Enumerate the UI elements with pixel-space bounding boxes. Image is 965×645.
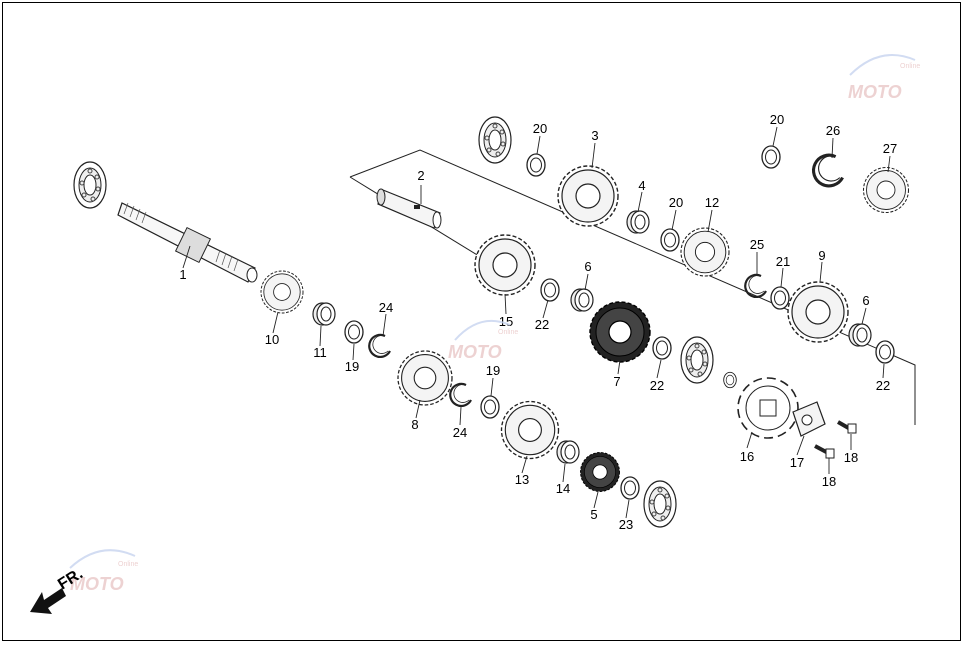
washer-23 <box>620 476 640 500</box>
bushing-6a <box>570 288 594 312</box>
plate-17 <box>792 401 826 437</box>
svg-text:MOTO: MOTO <box>448 342 502 362</box>
washer-20a <box>526 153 546 177</box>
callout-22a: 22 <box>535 317 549 332</box>
callout-22b: 22 <box>650 378 664 393</box>
svg-text:Online: Online <box>498 329 518 336</box>
washer-20c <box>761 145 781 169</box>
callout-6b: 6 <box>862 293 869 308</box>
callout-19a: 19 <box>345 359 359 374</box>
washer-22b <box>652 336 672 360</box>
callout-11: 11 <box>313 345 327 360</box>
callout-26: 26 <box>826 123 840 138</box>
callout-14: 14 <box>556 481 570 496</box>
callout-7: 7 <box>613 374 620 389</box>
circlip-24a <box>368 333 392 359</box>
bushing-11 <box>312 302 336 326</box>
bushing-14 <box>556 440 580 464</box>
gear-13 <box>500 400 560 460</box>
group-outline <box>349 149 916 425</box>
callout-24a: 24 <box>379 300 393 315</box>
watermark-bottom-left: MOTO Online <box>69 549 138 594</box>
callout-1: 1 <box>179 267 186 282</box>
gear-8 <box>397 350 453 406</box>
bolt-18a <box>837 420 857 434</box>
sprocket-16 <box>737 377 799 439</box>
callout-3: 3 <box>591 128 598 143</box>
callout-20a: 20 <box>533 121 547 136</box>
bolt-18b <box>814 444 835 459</box>
washer-21 <box>770 286 790 310</box>
callout-18a: 18 <box>844 450 858 465</box>
gear-5 <box>580 452 620 492</box>
gear-10 <box>260 270 304 314</box>
gear-15 <box>474 234 536 296</box>
callout-20b: 20 <box>669 195 683 210</box>
callout-10: 10 <box>265 332 279 347</box>
gear-12 <box>680 227 730 277</box>
watermark-center: MOTO Online <box>448 319 518 362</box>
callout-25: 25 <box>750 237 764 252</box>
callout-5: 5 <box>590 507 597 522</box>
washer-20b <box>660 228 680 252</box>
svg-text:MOTO: MOTO <box>848 82 902 102</box>
callout-8: 8 <box>411 417 418 432</box>
mainshaft <box>73 161 258 283</box>
circlip-25 <box>744 273 768 299</box>
bearing-low <box>643 480 677 528</box>
seal <box>723 371 737 389</box>
washer-19b <box>480 395 500 419</box>
washer-22c <box>875 340 895 364</box>
callout-24b: 24 <box>453 425 467 440</box>
watermark-top-right: MOTO Online <box>848 54 920 102</box>
gear-3 <box>557 165 619 227</box>
callout-12: 12 <box>705 195 719 210</box>
callout-22c: 22 <box>876 378 890 393</box>
callout-labels: 1 2 3 4 5 6 6 7 8 9 10 11 12 13 14 15 16… <box>179 112 897 532</box>
callout-27: 27 <box>883 141 897 156</box>
bearing-mid <box>680 336 714 384</box>
callout-21: 21 <box>776 254 790 269</box>
callout-23: 23 <box>619 517 633 532</box>
bushing-4 <box>626 210 650 234</box>
leader-lines <box>182 126 891 519</box>
gear-7 <box>589 301 651 363</box>
callout-18b: 18 <box>822 474 836 489</box>
gear-9 <box>787 281 849 343</box>
bushing-6b <box>848 323 872 347</box>
washer-19a <box>344 320 364 344</box>
callout-4: 4 <box>638 178 645 193</box>
front-arrow-icon <box>30 588 66 614</box>
gear-27 <box>862 166 910 214</box>
callout-19b: 19 <box>486 363 500 378</box>
callout-6a: 6 <box>584 259 591 274</box>
countershaft <box>376 188 442 229</box>
svg-text:Online: Online <box>900 63 920 70</box>
washer-22a <box>540 278 560 302</box>
callout-20c: 20 <box>770 112 784 127</box>
circlip-24b <box>449 382 473 408</box>
circlip-26 <box>812 153 845 188</box>
callout-9: 9 <box>818 248 825 263</box>
svg-text:Online: Online <box>118 561 138 568</box>
bearing-top <box>478 116 512 164</box>
callout-13: 13 <box>515 472 529 487</box>
callout-16: 16 <box>740 449 754 464</box>
callout-17: 17 <box>790 455 804 470</box>
svg-text:MOTO: MOTO <box>70 574 124 594</box>
callout-2: 2 <box>417 168 424 183</box>
